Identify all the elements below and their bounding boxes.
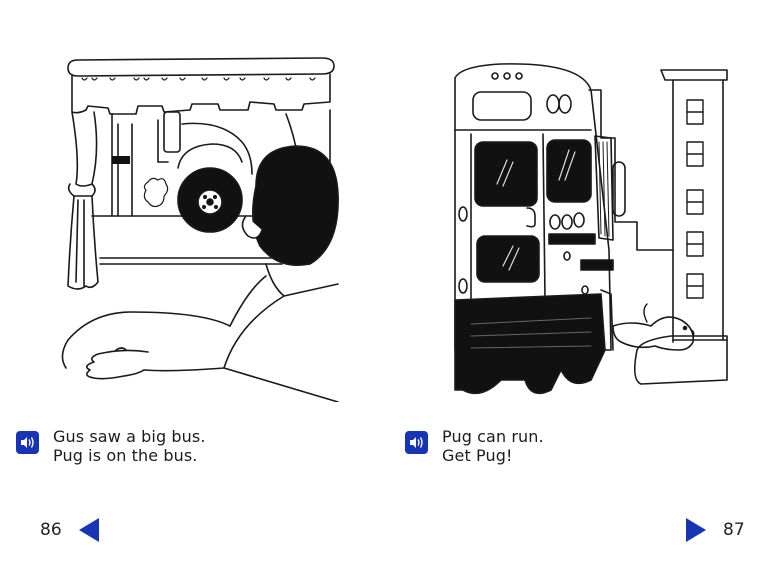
caption-line: Get Pug! [442,446,513,465]
next-arrow-icon [686,518,706,542]
speaker-icon [21,437,34,448]
caption-right: Pug can run. Get Pug! [405,427,544,465]
caption-line: Pug is on the bus. [53,446,198,465]
caption-text-right: Pug can run. Get Pug! [442,427,544,465]
page-number-left: 86 [40,520,62,540]
boy-window-bus-illustration [52,50,342,403]
caption-left: Gus saw a big bus. Pug is on the bus. [16,427,206,465]
caption-line: Pug can run. [442,427,544,446]
speaker-icon [410,437,423,448]
right-page: Pug can run. Get Pug! 87 [391,0,783,567]
previous-page-button[interactable] [78,517,100,543]
caption-text-left: Gus saw a big bus. Pug is on the bus. [53,427,206,465]
page-number-right: 87 [723,520,745,540]
dog-bus-illustration [441,50,741,412]
next-page-button[interactable] [685,517,707,543]
previous-arrow-icon [79,518,99,542]
audio-button-left[interactable] [16,431,39,454]
left-page: Gus saw a big bus. Pug is on the bus. 86 [0,0,391,567]
audio-button-right[interactable] [405,431,428,454]
caption-line: Gus saw a big bus. [53,427,206,446]
